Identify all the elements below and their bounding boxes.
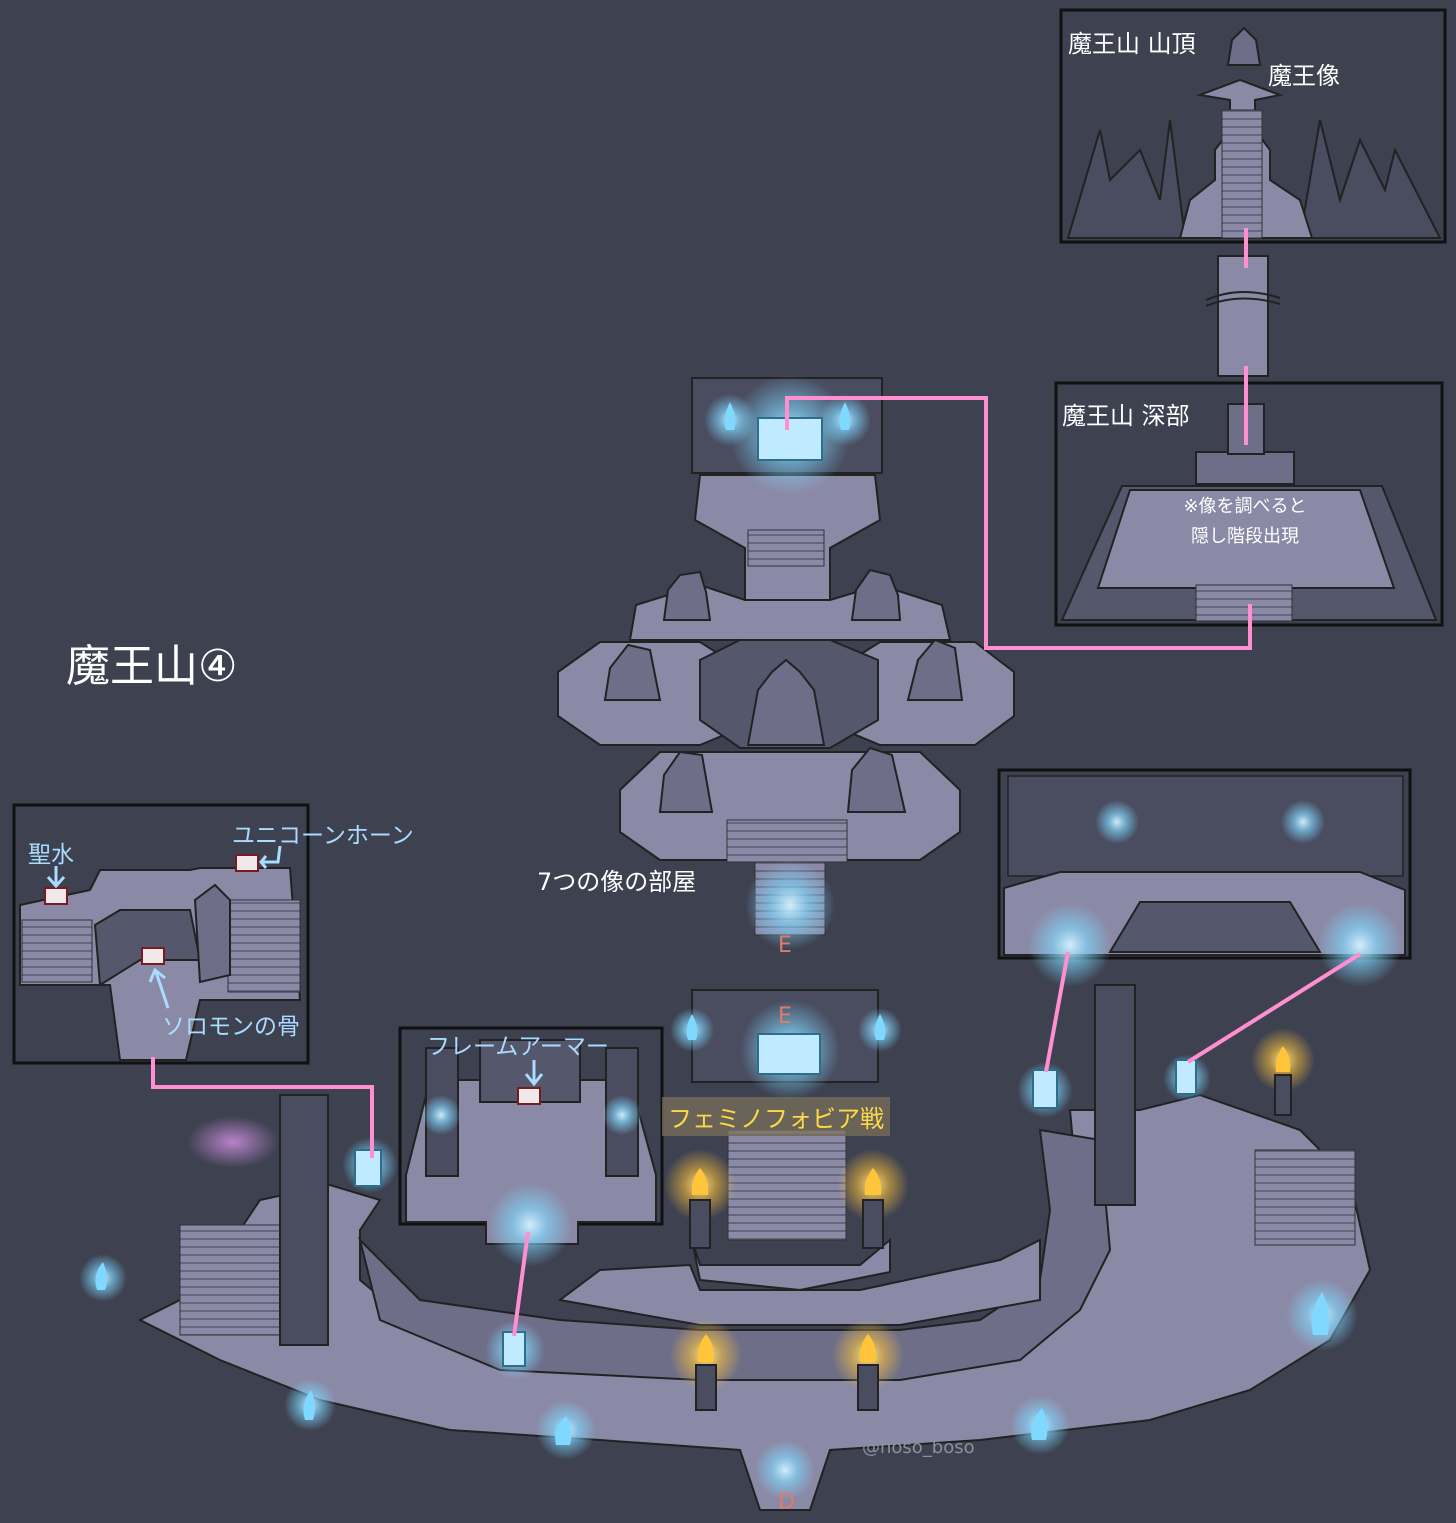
statue-icon <box>850 568 902 621</box>
seven-statues-room <box>557 375 1015 950</box>
summit-panel <box>1059 8 1447 244</box>
torch-flame-icon <box>864 1168 882 1195</box>
statue-icon <box>658 750 714 813</box>
flame-armor-room-panel <box>398 1026 664 1267</box>
marker-e-upper: E <box>778 933 792 958</box>
main-cavern <box>79 984 1372 1511</box>
holy-water-label: 聖水 <box>28 842 74 868</box>
central-statue-icon <box>746 658 826 746</box>
torch-flame-icon <box>1275 1046 1291 1072</box>
blue-flame-icon <box>839 402 851 430</box>
flame-armor-label: フレームアーマー <box>427 1034 609 1060</box>
portal-door-icon[interactable] <box>757 417 823 461</box>
route-flame-armor-room <box>512 1231 530 1337</box>
route-left-room <box>151 1057 374 1158</box>
torch-flame-icon <box>691 1168 709 1195</box>
portal-door-icon[interactable] <box>757 1033 821 1075</box>
arrow-icon <box>46 866 66 889</box>
blue-flame-icon <box>303 1390 316 1420</box>
solomon-bone-label: ソロモンの骨 <box>162 1014 300 1040</box>
depths-note: ※像を調べると 隠し階段出現 <box>1160 492 1330 552</box>
summit-corridor <box>1217 255 1269 377</box>
credit-watermark: @hoso_boso <box>862 1437 975 1458</box>
treasure-chest-icon[interactable] <box>235 854 259 872</box>
treasure-chest-icon[interactable] <box>517 1087 541 1105</box>
portal-door-icon[interactable] <box>1175 1059 1197 1095</box>
portal-door-icon[interactable] <box>1032 1069 1058 1109</box>
portal-room-panel <box>997 768 1412 987</box>
depths-note-line2: 隠し階段出現 <box>1191 526 1299 547</box>
depths-area-name: 魔王山 深部 <box>1062 402 1190 430</box>
blue-flame-icon <box>555 1416 572 1445</box>
treasure-room-panel <box>12 803 310 1065</box>
depths-panel <box>1054 381 1444 627</box>
statue-icon <box>603 643 662 701</box>
blue-flame-icon <box>724 402 736 430</box>
blue-flame-icon <box>686 1014 698 1040</box>
blue-flame-icon <box>1031 1408 1048 1440</box>
torch-flame-icon <box>859 1334 877 1362</box>
torch-icon <box>695 1364 717 1411</box>
torch-flame-icon <box>697 1334 715 1362</box>
marker-e-lower: E <box>778 1004 792 1029</box>
statue-icon <box>662 570 712 621</box>
torch-icon <box>857 1364 879 1411</box>
blue-flame-icon <box>95 1262 108 1290</box>
treasure-chest-icon[interactable] <box>44 887 68 905</box>
blue-flame-icon <box>1311 1292 1330 1335</box>
route-portal-room-right <box>1186 952 1362 1064</box>
route-door-to-depths <box>785 396 1252 650</box>
torch-icon <box>862 1199 884 1249</box>
demon-king-statue-label: 魔王像 <box>1268 62 1340 90</box>
depths-note-line1: ※像を調べると <box>1183 496 1307 517</box>
torch-icon <box>1274 1074 1292 1116</box>
torch-icon <box>689 1199 711 1249</box>
portal-door-icon[interactable] <box>502 1331 526 1367</box>
statue-icon <box>846 746 907 813</box>
arrow-icon <box>259 845 282 869</box>
route-portal-room-left <box>1044 951 1070 1073</box>
portal-door-icon[interactable] <box>354 1149 382 1187</box>
marker-d-bottom: D <box>778 1490 795 1515</box>
seven-statues-room-name: 7つの像の部屋 <box>537 868 697 896</box>
treasure-chest-icon[interactable] <box>141 947 165 965</box>
arrow-icon <box>148 967 170 1009</box>
demon-king-statue-icon <box>1226 26 1262 66</box>
map-title: 魔王山④ <box>66 641 238 692</box>
unicorn-horn-label: ユニコーンホーン <box>232 823 414 849</box>
route-lines <box>151 228 1362 1337</box>
summit-area-name: 魔王山 山頂 <box>1068 30 1196 58</box>
blue-flame-icon <box>874 1014 886 1040</box>
arrow-icon <box>524 1060 544 1087</box>
statue-icon <box>906 638 964 701</box>
boss-battle-label: フェミノフォビア戦 <box>662 1097 890 1136</box>
